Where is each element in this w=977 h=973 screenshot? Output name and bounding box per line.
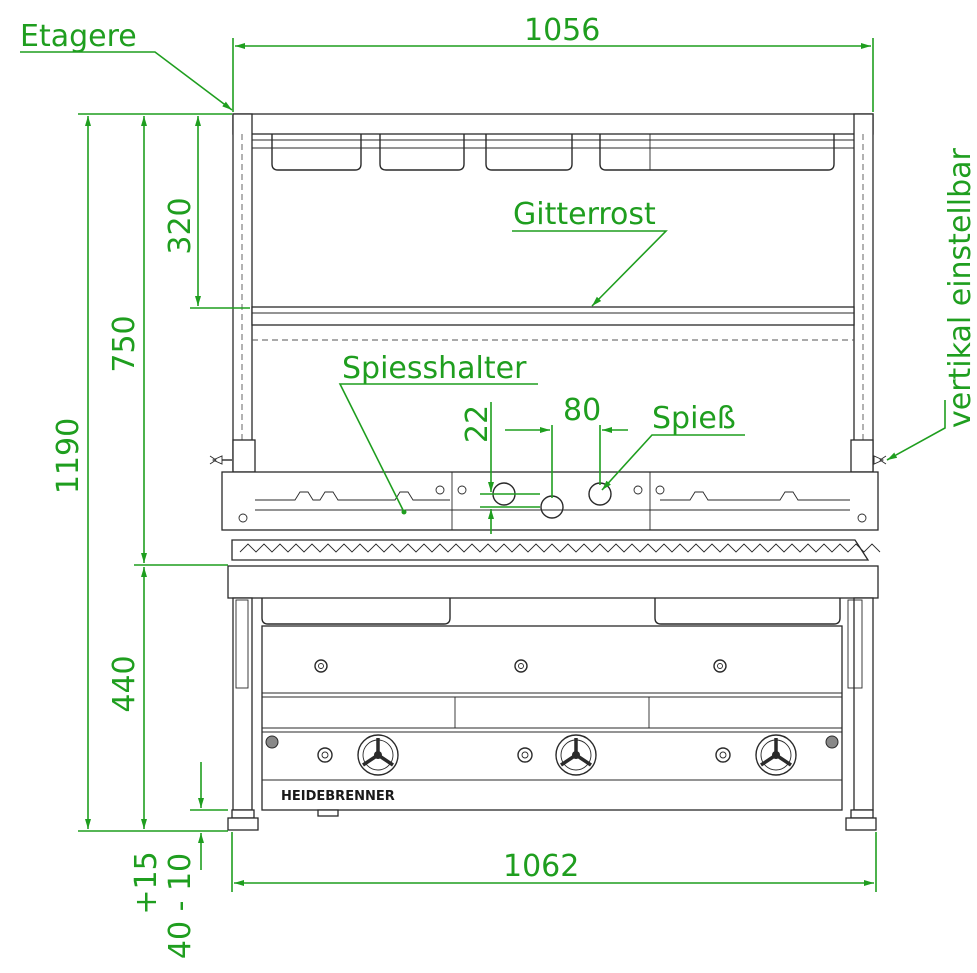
indicator-light <box>314 659 328 673</box>
dimension-lines <box>20 38 946 892</box>
grill-outline <box>209 113 887 831</box>
label-spiess: Spieß <box>652 401 736 436</box>
wing-nut-icon <box>873 455 887 465</box>
dim-foot-range: 40 - 10 <box>163 853 198 959</box>
etagere-shelf <box>232 113 874 135</box>
dim-lower-height: 440 <box>107 655 142 712</box>
right-post <box>853 113 874 471</box>
ignition-button <box>715 747 731 763</box>
gas-knob <box>755 734 797 776</box>
wing-nut-icon <box>209 455 223 465</box>
dim-skewer-spacing: 80 <box>563 393 601 428</box>
charcoal-pan <box>231 539 870 561</box>
dim-upper-height: 750 <box>107 315 142 372</box>
dim-total-height: 1190 <box>51 418 86 494</box>
indicator-light <box>514 659 528 673</box>
shelf-tray <box>379 134 465 171</box>
shelf-tray <box>485 134 573 171</box>
label-etagere: Etagere <box>20 19 137 54</box>
label-gitterrost: Gitterrost <box>513 197 656 232</box>
shelf-tray <box>271 134 362 171</box>
adjustable-foot <box>845 817 877 831</box>
gas-knob <box>357 734 399 776</box>
dim-bottom-width: 1062 <box>503 849 579 884</box>
left-clamp <box>232 439 256 473</box>
spiesshalter-bar <box>221 471 879 531</box>
ignition-button <box>317 747 333 763</box>
control-cabinet <box>261 625 843 811</box>
adjustable-foot <box>227 817 259 831</box>
shelf-tray <box>599 134 835 171</box>
brand-label: HEIDEBRENNER <box>281 789 395 804</box>
label-vertikal-einstellbar: vertikal einstellbar <box>943 148 977 428</box>
ignition-button <box>517 747 533 763</box>
base-frame <box>227 565 879 599</box>
left-post <box>232 113 253 471</box>
right-leg <box>853 597 874 811</box>
gas-knob <box>555 734 597 776</box>
dim-skewer-offset: 22 <box>460 405 495 443</box>
indicator-light <box>713 659 727 673</box>
right-clamp <box>850 439 874 473</box>
dim-foot-plus: +15 <box>129 851 164 914</box>
dim-shelf-offset: 320 <box>163 197 198 254</box>
dim-top-width: 1056 <box>524 13 600 48</box>
gitterrost-grid <box>251 306 855 326</box>
label-spiesshalter: Spiesshalter <box>342 351 527 386</box>
